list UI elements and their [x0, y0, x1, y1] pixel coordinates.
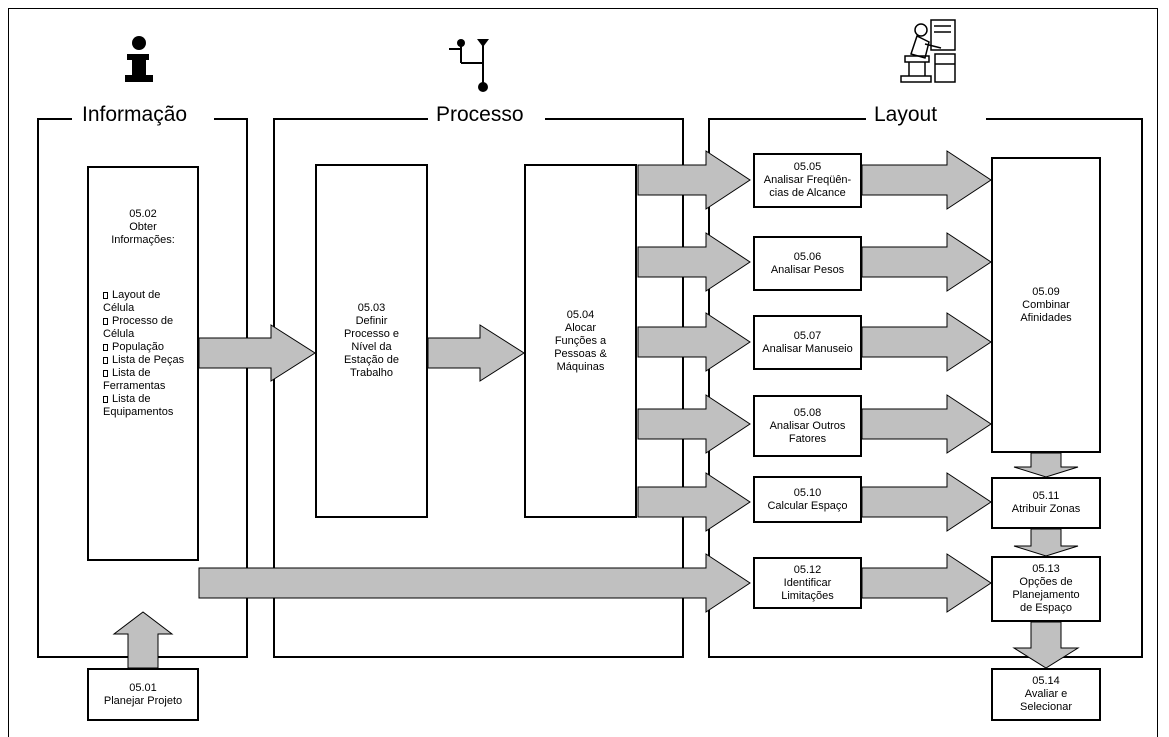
- step-label: Analisar Outros Fatores: [769, 419, 846, 445]
- step-number: 05.05: [793, 161, 822, 173]
- step-number: 05.10: [793, 486, 822, 499]
- arrow-0504-to-0508: [637, 394, 751, 454]
- bullet-icon: [103, 357, 108, 364]
- list-item: Lista de Equipamentos: [103, 393, 174, 418]
- step-number: 05.09: [1032, 285, 1060, 298]
- arrow-0505-to-0509: [861, 150, 992, 210]
- arrow-0509-to-0511: [1013, 452, 1079, 478]
- step-label: Planejar Projeto: [103, 694, 183, 707]
- bullet-icon: [103, 396, 108, 403]
- step-number: 05.08: [793, 406, 822, 419]
- step-number: 05.06: [793, 250, 822, 263]
- list-item: Layout de Célula: [103, 289, 161, 314]
- step-05-08-box: 05.08 Analisar Outros Fatores: [753, 395, 862, 457]
- step-05-02-box: 05.02 Obter Informações: Layout de Célul…: [87, 166, 199, 561]
- bullet-icon: [103, 318, 108, 325]
- arrow-0504-to-0510: [637, 472, 751, 532]
- step-label: Combinar Afinidades: [1020, 298, 1072, 324]
- step-number: 05.07: [793, 329, 822, 342]
- step-label: Alocar Funções a Pessoas & Máquinas: [554, 321, 607, 373]
- list-item: População: [103, 341, 197, 354]
- step-05-04-box: 05.04 Alocar Funções a Pessoas & Máquina…: [524, 164, 637, 518]
- step-05-03-box: 05.03 Definir Processo e Nível da Estaçã…: [315, 164, 428, 518]
- arrow-0502-to-0503: [198, 324, 316, 382]
- step-05-10-box: 05.10 Calcular Espaço: [753, 476, 862, 523]
- info-items-list: Layout de Célula Processo de Célula Popu…: [89, 289, 197, 419]
- step-label: Atribuir Zonas: [1011, 503, 1081, 515]
- arrow-0506-to-0509: [861, 232, 992, 292]
- section-title-information: Informação: [74, 103, 196, 127]
- arrow-0511-to-0513: [1013, 528, 1079, 557]
- arrow-0504-to-0505: [637, 150, 751, 210]
- arrow-0503-to-0504: [427, 324, 525, 382]
- step-label: Analisar Freqüên- cias de Alcance: [763, 174, 852, 199]
- arrow-0504-to-0506: [637, 232, 751, 292]
- step-label: Obter Informações:: [111, 221, 175, 246]
- arrow-0501-to-0502: [112, 611, 174, 669]
- outer-frame: [8, 8, 1158, 737]
- step-05-13-box: 05.13 Opções de Planejamento de Espaço: [991, 556, 1101, 622]
- section-frame-layout: [708, 118, 1143, 658]
- bullet-icon: [103, 344, 108, 351]
- step-number: 05.03: [357, 302, 386, 314]
- step-number: 05.11: [1032, 490, 1060, 502]
- step-05-06-box: 05.06 Analisar Pesos: [753, 236, 862, 291]
- workstation-person-icon: [900, 19, 956, 83]
- arrow-0502-to-0512: [198, 553, 751, 613]
- step-label: Analisar Pesos: [770, 263, 845, 276]
- step-number: 05.02: [129, 208, 157, 220]
- bullet-icon: [103, 292, 108, 299]
- step-05-01-box: 05.01 Planejar Projeto: [87, 668, 199, 721]
- arrow-0507-to-0509: [861, 312, 992, 372]
- step-label: Analisar Manuseio: [762, 342, 853, 355]
- step-label: Identificar Limitações: [781, 576, 834, 602]
- step-label: Definir Processo e Nível da Estação de T…: [343, 315, 400, 379]
- step-number: 05.12: [793, 563, 822, 576]
- step-label: Opções de Planejamento de Espaço: [1012, 576, 1080, 614]
- step-05-07-box: 05.07 Analisar Manuseio: [753, 315, 862, 370]
- step-label: Avaliar e Selecionar: [1020, 688, 1072, 713]
- step-05-05-box: 05.05 Analisar Freqüên- cias de Alcance: [753, 153, 862, 208]
- step-05-14-box: 05.14 Avaliar e Selecionar: [991, 668, 1101, 721]
- list-item: Processo de Célula: [103, 315, 174, 340]
- step-number: 05.04: [566, 308, 595, 321]
- arrow-0510-to-0511: [861, 472, 992, 532]
- section-title-process: Processo: [428, 103, 532, 127]
- arrow-0512-to-0513: [861, 553, 992, 613]
- arrow-0508-to-0509: [861, 394, 992, 454]
- step-number: 05.13: [1032, 563, 1060, 575]
- step-05-12-box: 05.12 Identificar Limitações: [753, 557, 862, 609]
- step-number: 05.01: [129, 681, 157, 694]
- section-frame-process: [273, 118, 684, 658]
- bullet-icon: [103, 370, 108, 377]
- info-i-icon: [125, 36, 153, 82]
- arrow-0513-to-0514: [1012, 621, 1080, 669]
- step-number: 05.14: [1032, 675, 1060, 687]
- step-05-09-box: 05.09 Combinar Afinidades: [991, 157, 1101, 453]
- process-flow-icon: [449, 39, 489, 92]
- list-item: Lista de Peças: [103, 354, 197, 367]
- step-label: Calcular Espaço: [767, 499, 848, 512]
- list-item: Lista de Ferramentas: [103, 367, 166, 392]
- section-title-layout: Layout: [866, 103, 946, 127]
- arrow-0504-to-0507: [637, 312, 751, 372]
- step-05-11-box: 05.11 Atribuir Zonas: [991, 477, 1101, 529]
